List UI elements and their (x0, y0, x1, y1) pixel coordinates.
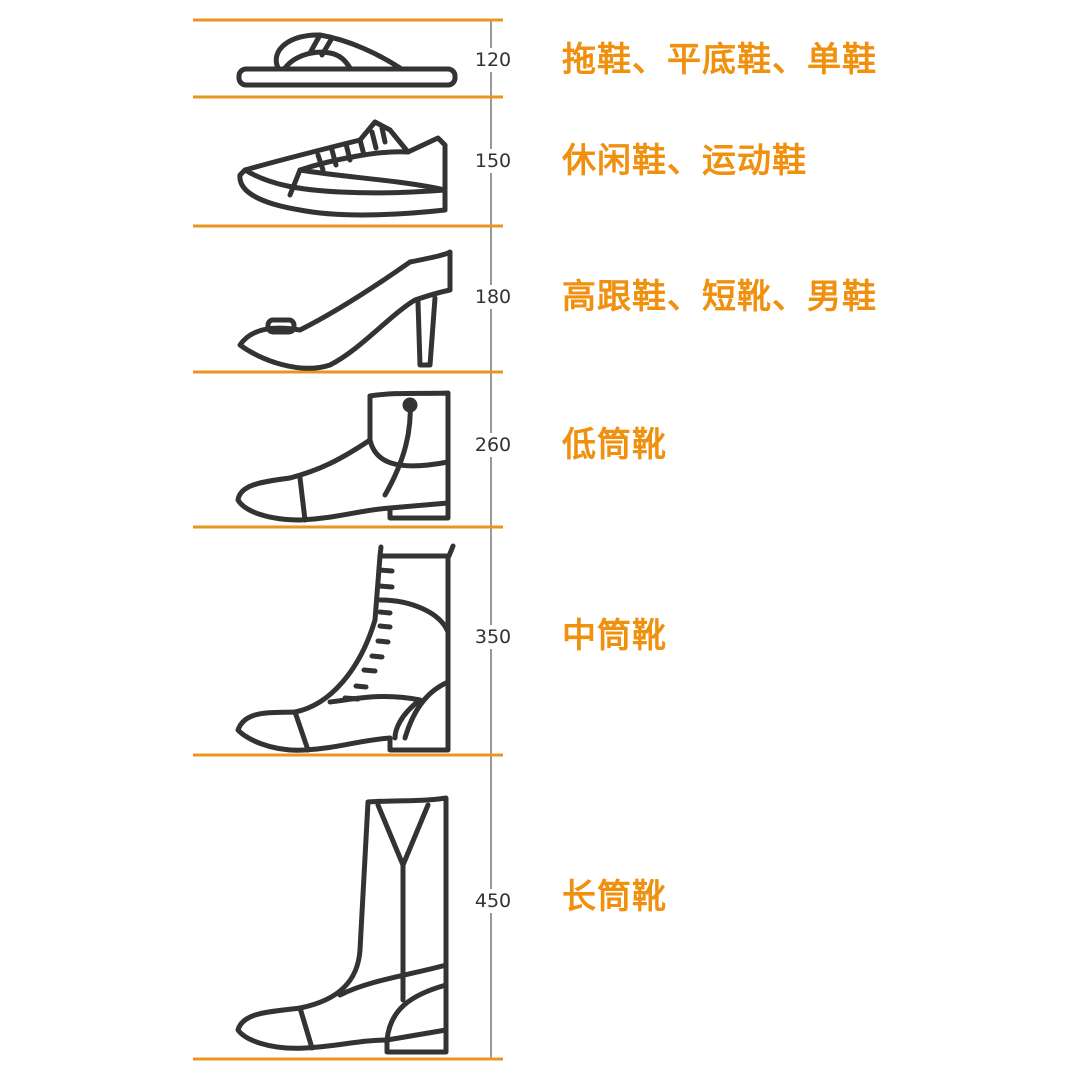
shoe-type-label: 低筒靴 (562, 425, 667, 465)
sneaker-icon (237, 119, 448, 218)
height-value: 350 (468, 625, 518, 649)
mid-boot-icon (235, 543, 456, 753)
height-value: 450 (468, 889, 518, 913)
slipper-icon (236, 32, 458, 88)
shoe-type-label: 中筒靴 (562, 616, 667, 656)
high-heel-icon (237, 249, 453, 371)
shoe-type-label: 长筒靴 (562, 877, 667, 917)
shoe-type-label: 休闲鞋、运动鞋 (562, 141, 807, 181)
height-value: 260 (468, 433, 518, 457)
height-value: 180 (468, 285, 518, 309)
height-value: 150 (468, 149, 518, 173)
shoe-type-label: 高跟鞋、短靴、男鞋 (562, 277, 877, 317)
tall-boot-icon (235, 795, 449, 1055)
ankle-boot-icon (235, 390, 451, 523)
height-value: 120 (468, 48, 518, 72)
shelf-lines (193, 18, 503, 1061)
shoe-type-label: 拖鞋、平底鞋、单鞋 (562, 40, 877, 80)
